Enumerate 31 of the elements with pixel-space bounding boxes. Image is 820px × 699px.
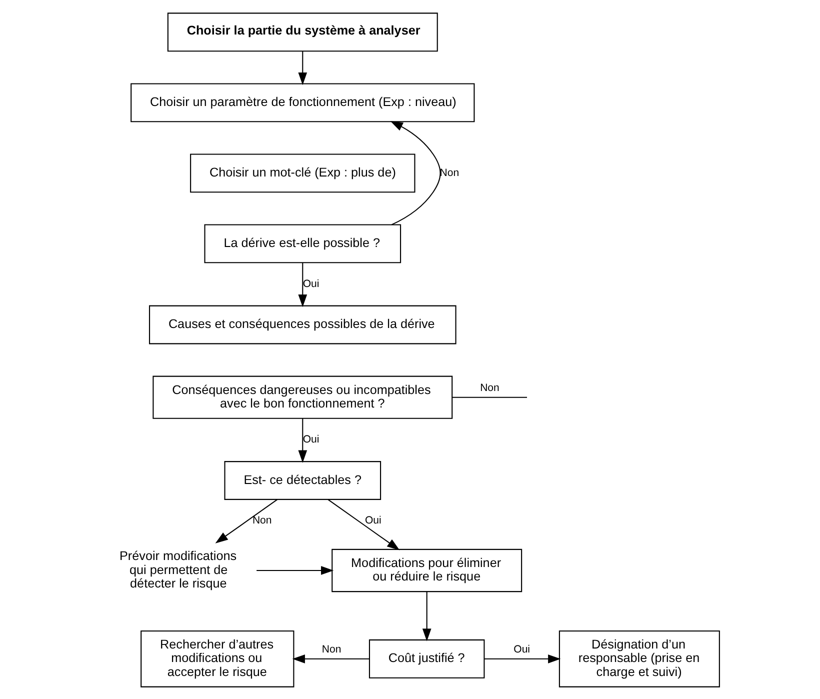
node-box: Causes et conséquences possibles de la dérive <box>148 304 456 344</box>
node-box: Désignation d’un responsable (prise en charge et suivi) <box>558 630 720 687</box>
edge-label: Oui <box>364 514 382 526</box>
edge-label: Non <box>322 643 342 656</box>
node-box: Choisir la partie du système à analyser <box>167 12 438 52</box>
node-box: Est- ce détectables ? <box>224 460 382 500</box>
node-box: La dérive est-elle possible ? <box>204 224 402 263</box>
node-box: Coût justifié ? <box>368 638 485 678</box>
arrow <box>292 654 370 663</box>
edge-label: Oui <box>302 433 320 446</box>
edge-label: Non <box>480 382 500 394</box>
node-box: Choisir un mot-clé (Exp : plus de) <box>190 153 416 192</box>
edge-label: Oui <box>302 277 320 290</box>
node-box: Modifications pour éliminer ou réduire le risque <box>332 548 522 592</box>
arrow <box>298 418 308 462</box>
arrow <box>422 591 432 641</box>
arrow <box>298 50 308 85</box>
arrow <box>256 566 334 574</box>
arrow <box>298 262 308 307</box>
node-text: Prévoir modifications qui permettent de détecter le risque <box>120 548 237 590</box>
node-box: Rechercher d’autres modifications ou accepter le risque <box>140 630 294 687</box>
edge-label: Oui <box>514 643 530 656</box>
edge-label: Non <box>440 166 460 178</box>
arrow <box>390 120 441 225</box>
node-box: Choisir un paramètre de fonctionnement (Exp : niveau) <box>130 82 475 122</box>
connector <box>452 396 527 398</box>
node-box: Conséquences dangereuses ou incompatibles avec le bon fonctionnement ? <box>152 375 453 418</box>
arrow <box>215 498 278 543</box>
arrow <box>484 654 561 663</box>
edge-label: Non <box>252 514 272 526</box>
arrow <box>328 498 400 550</box>
